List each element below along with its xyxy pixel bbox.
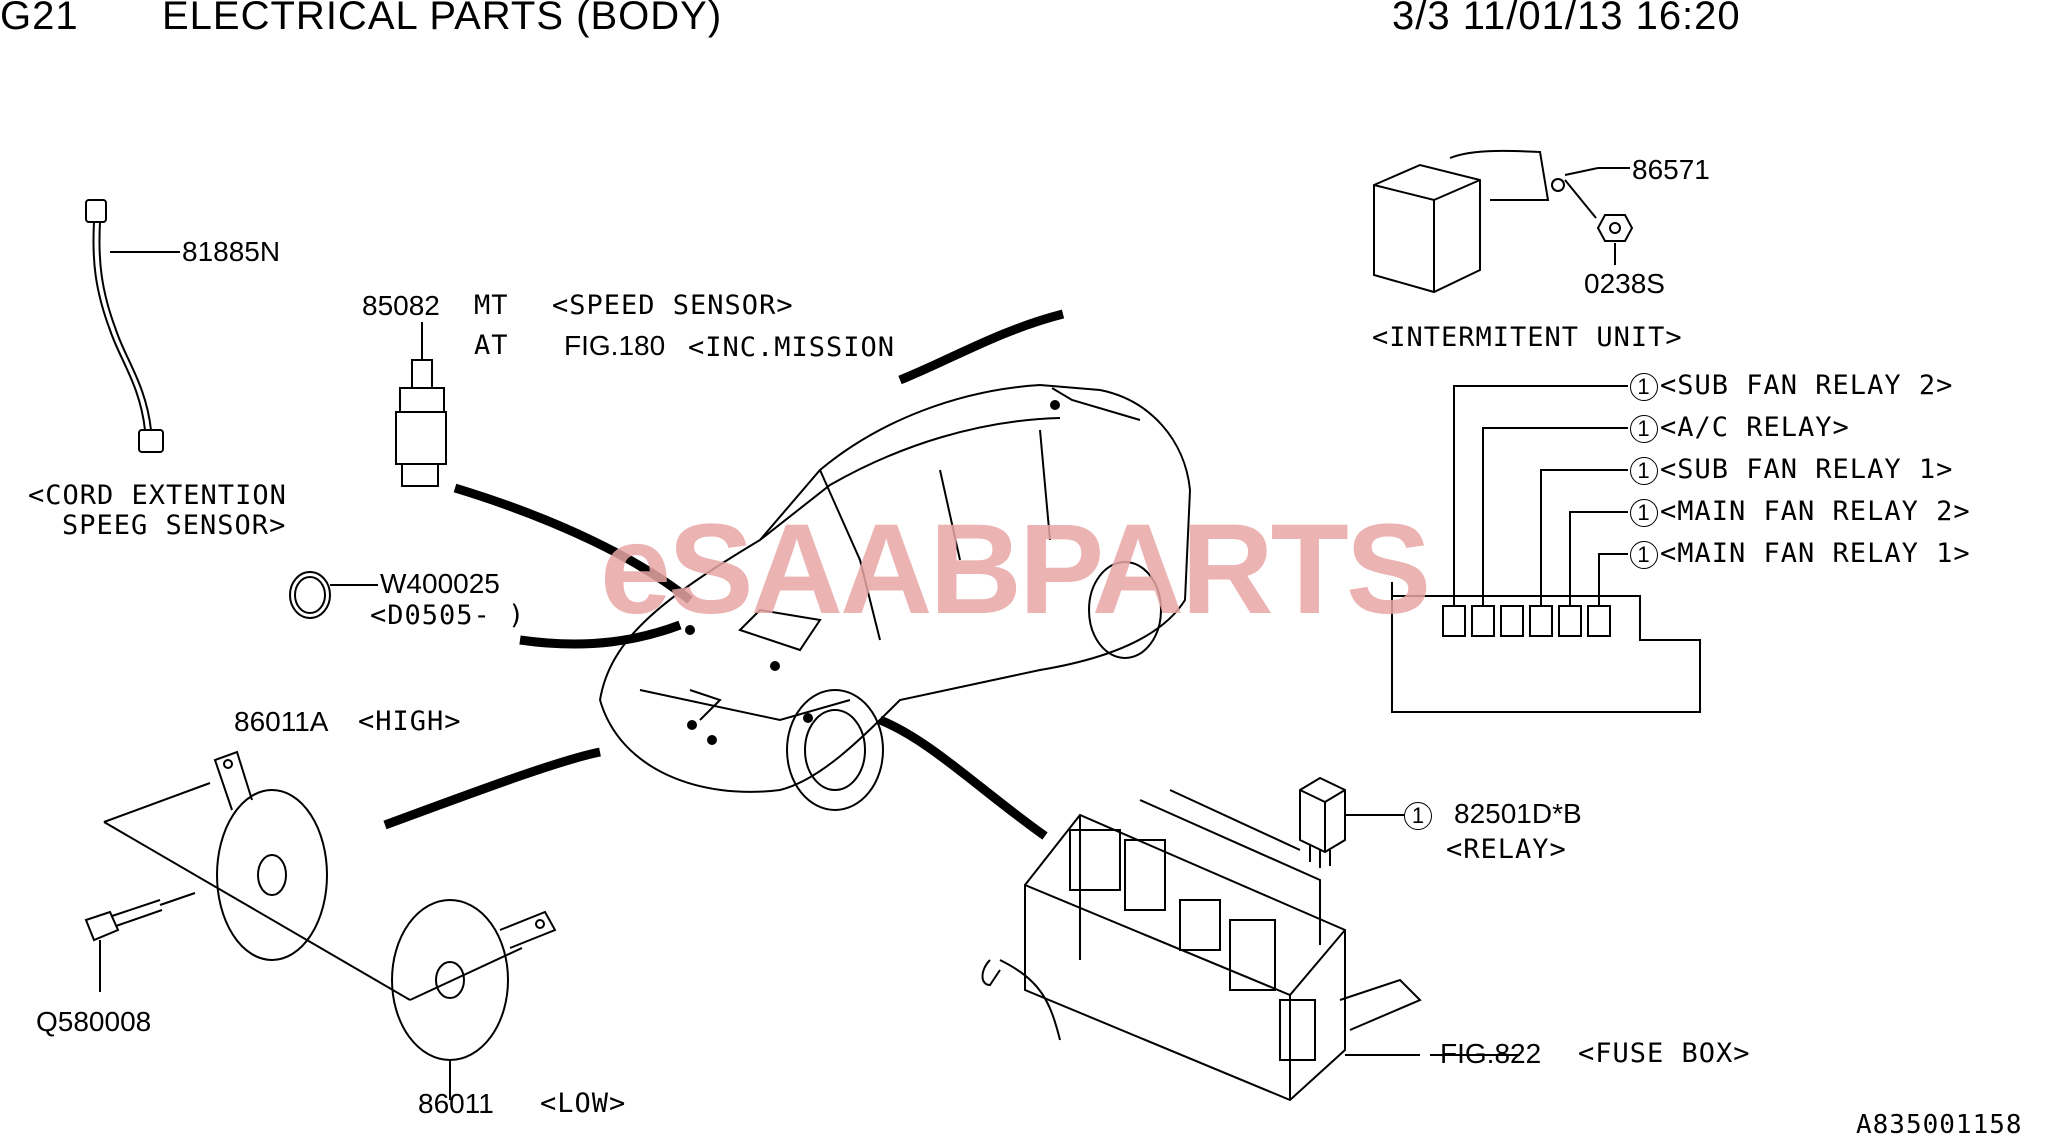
horn-high-part [103, 750, 523, 1001]
part-q580008-label: Q580008 [36, 1006, 152, 1037]
o-ring-part [289, 571, 378, 619]
relay-main-fan-2: 1<MAIN FAN RELAY 2> [1630, 498, 1971, 527]
relay-main-fan-1: 1<MAIN FAN RELAY 1> [1630, 540, 1971, 569]
relay-callout: 1 [1404, 800, 1434, 830]
diagram-code: G21 [0, 0, 79, 38]
part-86571-label: 86571 [1632, 154, 1710, 185]
diagram-id: A835001158 [1856, 1110, 2023, 1140]
part-85082-label: 85082 [362, 290, 440, 321]
diagram-title: ELECTRICAL PARTS (BODY) [162, 0, 723, 38]
leader-lines [383, 309, 1065, 840]
cord-extension-caption-1: <CORD EXTENTION [28, 480, 287, 511]
relay-ac: 1<A/C RELAY> [1630, 414, 1850, 443]
part-86011-label: 86011 [418, 1088, 494, 1119]
cord-extension-part [85, 199, 180, 453]
intermitent-unit-part [1373, 149, 1634, 294]
horn-low-part [391, 899, 557, 1100]
callout-1-icon: 1 [1630, 498, 1658, 527]
callout-1-icon: 1 [1630, 414, 1658, 443]
low-caption: <LOW> [540, 1088, 627, 1119]
car-body [598, 383, 1192, 811]
part-81885n-label: 81885N [182, 236, 281, 267]
callout-1-icon: 1 [1404, 801, 1432, 830]
high-caption: <HIGH> [358, 706, 462, 737]
fig180-link[interactable]: FIG.180 [564, 330, 666, 361]
fig822-link[interactable]: FIG.822 [1440, 1038, 1542, 1069]
speed-sensor-part [395, 322, 447, 487]
part-0238s-label: 0238S [1584, 268, 1665, 299]
callout-1-icon: 1 [1630, 372, 1658, 401]
watermark-logo: eSAABPARTS [600, 498, 1431, 641]
relay-connector-block [1391, 385, 1701, 713]
intermitent-unit-caption: <INTERMITENT UNIT> [1372, 322, 1683, 353]
fuse-box-part [981, 789, 1422, 1102]
cord-extension-caption-2: SPEEG SENSOR> [62, 510, 287, 541]
page-info: 3/3 11/01/13 16:20 [1392, 0, 1741, 38]
relay-part [1299, 776, 1405, 868]
callout-1-icon: 1 [1630, 540, 1658, 569]
callout-1-icon: 1 [1630, 456, 1658, 485]
relay-sub-fan-1: 1<SUB FAN RELAY 1> [1630, 456, 1953, 485]
part-86011a-label: 86011A [234, 706, 329, 737]
relay-sub-fan-2: 1<SUB FAN RELAY 2> [1630, 372, 1953, 401]
bolt-part [84, 892, 196, 992]
w400025-date-caption: <D0505- ) [370, 600, 526, 631]
speed-sensor-caption: <SPEED SENSOR> [552, 290, 794, 321]
relay-caption: <RELAY> [1446, 834, 1567, 865]
inc-mission-caption: <INC.MISSION [688, 332, 896, 363]
part-w400025-label: W400025 [380, 568, 500, 599]
fuse-box-caption: <FUSE BOX> [1578, 1038, 1751, 1069]
at-label: AT [474, 330, 509, 361]
mt-label: MT [474, 290, 509, 321]
part-82501db-label: 82501D*B [1454, 798, 1582, 829]
